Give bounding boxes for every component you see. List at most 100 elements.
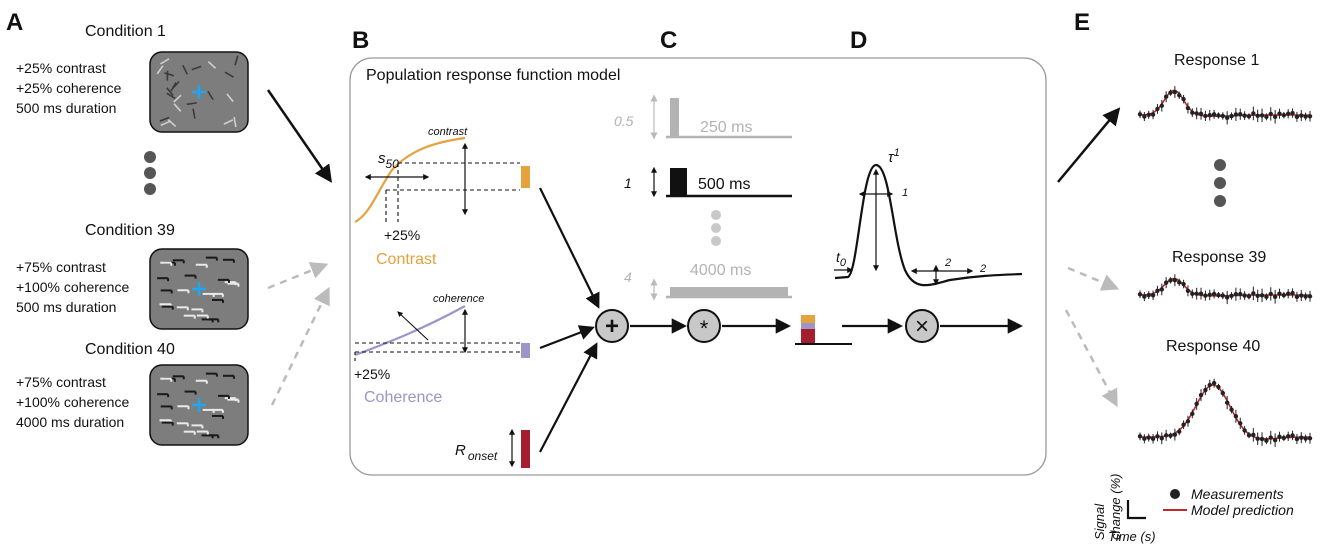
motion-dot-streak — [160, 120, 171, 127]
mult-symbol: × — [915, 313, 929, 340]
s50-label: s50 — [378, 150, 399, 171]
measurement-point — [1220, 390, 1226, 396]
measurement-point — [1286, 434, 1291, 439]
measurement-point — [1233, 112, 1239, 117]
measurement-point — [1190, 411, 1195, 417]
arrow-d-to-e-1 — [1057, 107, 1121, 183]
measurement-point — [1251, 111, 1256, 116]
response-39-plot — [1137, 274, 1313, 305]
measurement-point — [1177, 429, 1182, 434]
measurement-point — [1159, 287, 1164, 292]
measurement-point — [1146, 435, 1151, 440]
panel-label-a: A — [6, 9, 23, 36]
measurement-point — [1303, 294, 1308, 299]
motion-dot-streak — [191, 65, 202, 71]
motion-dot-streak — [159, 58, 170, 65]
panel-label-b: B — [352, 27, 369, 54]
measurement-point — [1172, 432, 1178, 437]
measurement-point — [1190, 110, 1195, 115]
measurement-point — [1264, 438, 1269, 443]
measurement-point — [1185, 105, 1191, 111]
measurement-point — [1211, 291, 1217, 297]
contrast-function: contrast s50 +25% Contrast — [354, 126, 530, 268]
condition-40-title: Condition 40 — [85, 341, 175, 358]
measurement-point — [1242, 293, 1247, 298]
motion-dot-streak — [234, 55, 239, 66]
condition-40-line-2: +100% coherence — [16, 394, 129, 410]
measurement-point — [1303, 436, 1308, 441]
condition-39-title: Condition 39 — [85, 222, 175, 239]
coherence-curve-label: coherence — [433, 293, 484, 305]
measurement-point — [1272, 437, 1278, 443]
condition-1: Condition 1 +25% contrast +25% coherence… — [16, 23, 249, 133]
measurement-point — [1294, 114, 1300, 120]
coherence-tick: +25% — [354, 366, 390, 382]
measurement-point — [1224, 295, 1230, 300]
duration-250: 0.5 250 ms — [614, 94, 792, 140]
model-box — [349, 57, 1047, 476]
condition-40-line-1: +75% contrast — [16, 374, 106, 390]
measurement-point — [1177, 280, 1182, 285]
hrf-t0: t0 — [836, 249, 847, 269]
measurement-point — [1259, 436, 1265, 442]
duration-250-label: 250 ms — [700, 119, 752, 136]
motion-dot-streak — [164, 72, 175, 77]
contrast-name: Contrast — [376, 251, 437, 268]
response-1-plot — [1137, 86, 1313, 125]
measurement-point — [1198, 111, 1204, 116]
arrow-d-to-e-40 — [1064, 309, 1118, 408]
motion-dot-streak — [224, 71, 235, 78]
stimulus-40 — [149, 364, 249, 446]
arrow-d-to-e-39 — [1067, 266, 1120, 291]
stimulus-39 — [149, 248, 249, 330]
measurement-point — [1281, 112, 1287, 118]
condition-1-title: Condition 1 — [85, 23, 166, 40]
measurement-point — [1272, 114, 1278, 119]
measurement-point — [1277, 111, 1282, 116]
measurement-point — [1216, 292, 1221, 298]
measurement-point — [1303, 114, 1308, 119]
measurement-point — [1255, 293, 1260, 298]
panel-label-d: D — [850, 27, 867, 54]
measurement-point — [1255, 113, 1260, 119]
measurement-point — [1159, 103, 1164, 108]
measurement-point — [1155, 288, 1160, 293]
measurement-point — [1281, 292, 1287, 298]
hrf-undershoot-label: 2 — [944, 257, 951, 269]
conv-symbol: * — [700, 316, 709, 341]
measurement-point — [1268, 291, 1273, 297]
measurement-point — [1246, 114, 1252, 119]
motion-dot-streak — [166, 87, 174, 96]
coherence-curve — [354, 305, 466, 357]
measurement-point — [1181, 422, 1186, 427]
arrow-a-to-b-1 — [266, 89, 332, 183]
measurement-point — [1163, 94, 1169, 99]
duration-4000-label: 4000 ms — [690, 262, 751, 279]
measurement-point — [1246, 294, 1252, 299]
response-1-title: Response 1 — [1174, 52, 1259, 69]
measurement-point — [1290, 433, 1295, 438]
motion-dot-streak — [223, 119, 234, 125]
combined-amplitude-bar — [795, 315, 852, 345]
motion-dot-streak — [186, 102, 197, 106]
measurement-point — [1307, 114, 1313, 119]
measurement-point — [1146, 112, 1151, 118]
motion-dot-streak — [207, 60, 217, 69]
measurement-point — [1211, 112, 1217, 117]
condition-39-line-3: 500 ms duration — [16, 299, 116, 315]
motion-dot-streak — [173, 94, 182, 103]
arrow-a-to-b-40 — [270, 286, 330, 406]
measurement-point — [1194, 291, 1199, 296]
measurement-point — [1229, 407, 1234, 412]
ellipsis-dots-a — [144, 151, 156, 195]
duration-500-scale: 1 — [624, 175, 632, 191]
motion-dot-streak — [233, 117, 237, 128]
measurement-point — [1255, 436, 1260, 441]
measurement-point — [1194, 401, 1199, 407]
measurement-point — [1137, 292, 1143, 297]
response-40-title: Response 40 — [1166, 338, 1260, 355]
motion-dot-streak — [207, 90, 214, 101]
arrow-a-to-b-39 — [267, 262, 329, 290]
